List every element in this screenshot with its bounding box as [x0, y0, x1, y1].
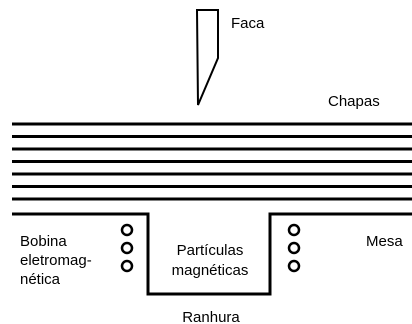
- coil-label-line3: nética: [20, 271, 61, 288]
- sheet-stack: [12, 122, 412, 201]
- table-with-groove: [12, 212, 412, 296]
- coil-turn: [287, 259, 301, 273]
- coil-turn: [287, 241, 301, 255]
- table-label: Mesa: [366, 233, 403, 250]
- coil-right: [287, 223, 301, 273]
- knife: [195, 9, 219, 106]
- coil-turn: [120, 259, 134, 273]
- knife-label: Faca: [231, 15, 265, 32]
- coil-turn: [120, 223, 134, 237]
- groove-label: Ranhura: [182, 309, 240, 324]
- knife-outline: [195, 9, 219, 106]
- particles-label-line2: magnéticas: [172, 262, 249, 279]
- coil-label-line2: eletromag-: [20, 252, 92, 269]
- coil-turn: [120, 241, 134, 255]
- coil-turn: [287, 223, 301, 237]
- sheets-label: Chapas: [328, 93, 380, 110]
- coil-left: [120, 223, 134, 273]
- particles-label-line1: Partículas: [177, 242, 244, 259]
- coil-label-line1: Bobina: [20, 233, 67, 250]
